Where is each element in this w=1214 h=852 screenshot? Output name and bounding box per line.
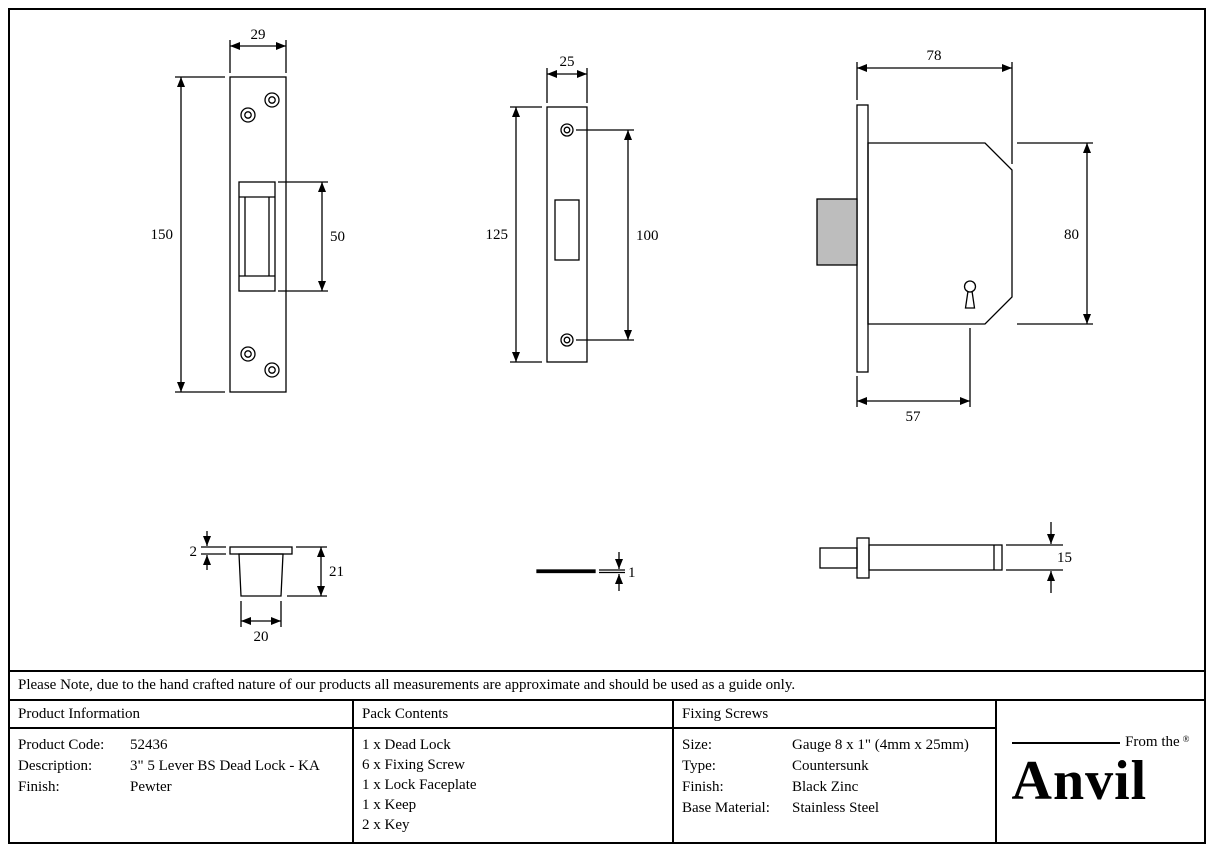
logo-flourish [1011,741,1121,744]
list-item: 2 x Key [362,817,410,833]
dim-keep-profile-width: 20 [254,629,269,645]
screw-hole [560,333,574,347]
keep-plate [229,76,287,393]
finish-label: Finish: [18,779,60,795]
screw-finish-value: Black Zinc [792,779,859,795]
registered-mark-icon: ® [1182,734,1190,744]
table-row: Finish: Pewter [18,777,344,798]
table-row: Type: Countersunk [682,756,987,777]
pack-contents-header: Pack Contents [354,701,672,729]
keyhole-slot [964,290,976,309]
table-row: Size: Gauge 8 x 1" (4mm x 25mm) [682,735,987,756]
dim-keep-cutout: 50 [330,229,345,245]
screw-type-value: Countersunk [792,758,869,774]
list-item: 6 x Fixing Screw [362,757,465,773]
finish-value: Pewter [130,779,172,795]
table-row: Description: 3" 5 Lever BS Dead Lock - K… [18,756,344,777]
dim-faceplate-height: 125 [486,227,509,243]
fixing-screws-header: Fixing Screws [674,701,995,729]
faceplate [546,106,588,363]
bolt-slot [554,199,580,261]
dim-keep-height: 150 [151,227,174,243]
keep-cutout [238,181,276,292]
dim-bolt-height: 15 [1057,550,1072,566]
bolt-flange [856,537,870,579]
technical-drawings: 29 150 50 25 [151,27,1093,645]
dim-lock-height: 80 [1064,227,1079,243]
table-row: Product Code: 52436 [18,735,344,756]
dim-faceplate-thickness: 1 [628,565,636,581]
dim-keep-lip-thickness: 2 [190,544,198,560]
faceplate-front-view: 25 125 100 [486,54,659,363]
pack-contents-column: Pack Contents 1 x Dead Lock 6 x Fixing S… [354,701,674,842]
product-info-header: Product Information [10,701,352,729]
description-label: Description: [18,758,93,774]
keep-box [238,553,284,597]
screw-finish-label: Finish: [682,779,724,795]
screw-hole [264,92,280,108]
screw-size-value: Gauge 8 x 1" (4mm x 25mm) [792,737,969,753]
logo-tagline: From the [1125,734,1180,750]
dim-keep-width: 29 [251,27,266,43]
logo-tagline-row: From the ® [1011,734,1190,751]
fixing-screws-column: Fixing Screws Size: Gauge 8 x 1" (4mm x … [674,701,997,842]
dim-faceplate-holes: 100 [636,228,659,244]
logo-column: From the ® Anvil [997,701,1204,842]
table-row: Finish: Black Zinc [682,777,987,798]
keep-lip [229,546,293,555]
dim-lock-depth: 78 [927,48,942,64]
table-row: Base Material: Stainless Steel [682,798,987,819]
screw-hole [240,107,256,123]
logo-name: Anvil [1011,750,1148,812]
note-text: Please Note, due to the hand crafted nat… [18,677,796,693]
screw-hole [240,346,256,362]
product-info-column: Product Information Product Code: 52436 … [10,701,354,842]
lock-body-view: 78 80 57 [816,48,1093,425]
drawings-area: 29 150 50 25 [10,10,1204,670]
lock-case [867,142,1013,325]
info-table: Product Information Product Code: 52436 … [10,701,1204,842]
spec-sheet: 29 150 50 25 [8,8,1206,844]
dead-bolt [816,198,858,266]
product-code-label: Product Code: [18,737,105,753]
dim-keep-profile-height: 21 [329,564,344,580]
note-bar: Please Note, due to the hand crafted nat… [10,670,1204,701]
keep-front-view: 29 150 50 [151,27,345,393]
screw-size-label: Size: [682,737,712,753]
screw-hole [264,362,280,378]
keyhole [963,280,977,293]
keep-profile-view: 2 21 20 [190,531,344,645]
lock-faceplate-edge [856,104,869,373]
list-item: 1 x Lock Faceplate [362,777,477,793]
list-item: 1 x Keep [362,797,417,813]
faceplate-edge [536,569,596,574]
list-item: 1 x Dead Lock [362,737,451,753]
screw-material-label: Base Material: [682,800,770,816]
product-code-value: 52436 [130,737,168,753]
screw-type-label: Type: [682,758,716,774]
screw-hole [560,123,574,137]
dim-lock-backset: 57 [906,409,922,425]
faceplate-side-view: 1 [536,552,636,591]
bolt-side-view: 15 [819,522,1072,593]
description-value: 3" 5 Lever BS Dead Lock - KA [130,758,320,774]
screw-material-value: Stainless Steel [792,800,880,816]
from-the-anvil-logo: From the ® Anvil [1011,734,1190,812]
bolt-head [819,547,858,569]
dim-faceplate-width: 25 [560,54,575,70]
bolt-body [868,544,1003,571]
